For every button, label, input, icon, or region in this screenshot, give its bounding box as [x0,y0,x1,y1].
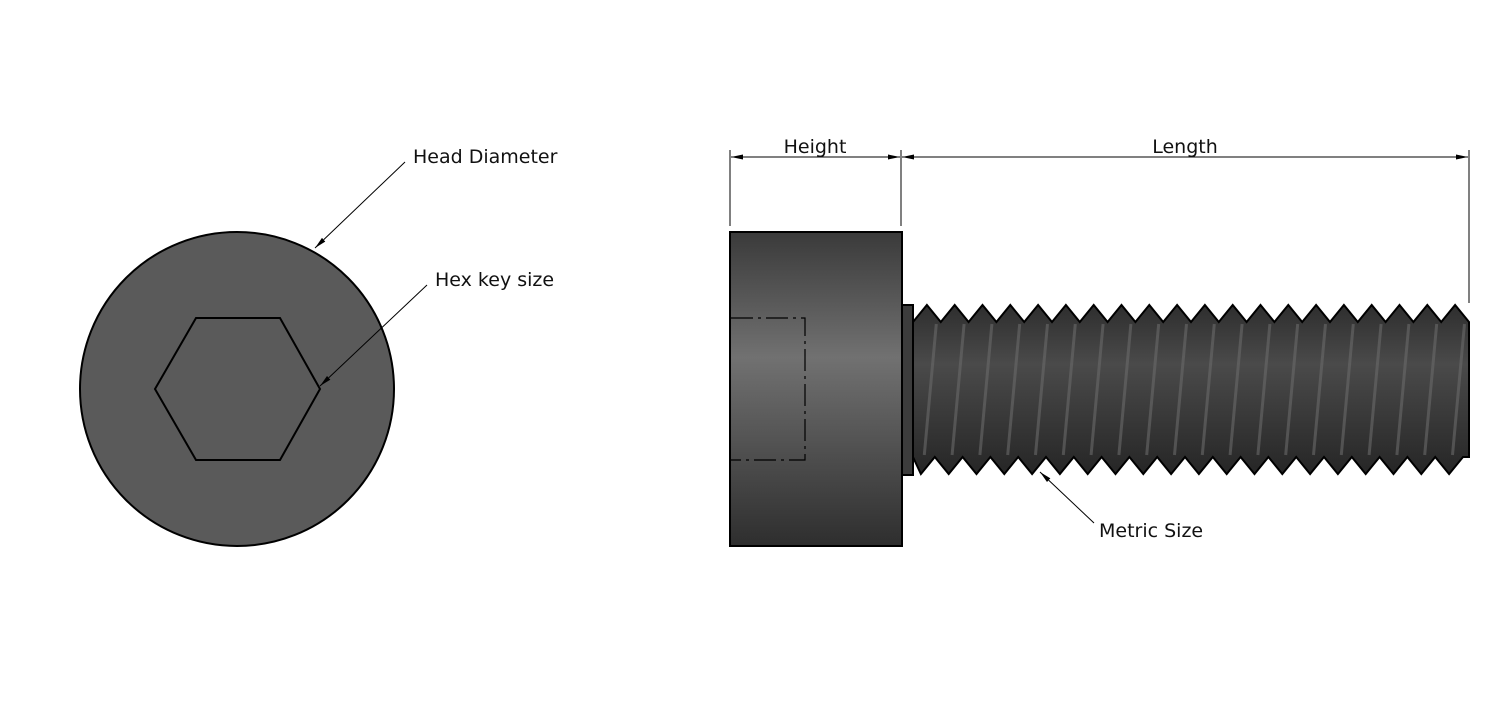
thread-stripe [1089,323,1105,456]
thread-stripe [950,323,966,456]
thread-stripe [1145,323,1161,456]
thread-stripe [1228,323,1244,456]
thread-stripe [1367,323,1383,456]
length-label: Length [1152,136,1218,158]
thread-stripe [978,323,994,456]
end-view: Head Diameter Hex key size [79,146,558,547]
metric-size-leader [1039,471,1095,524]
hex-key-size-label: Hex key size [435,269,554,291]
thread-stripe [1311,323,1327,456]
thread-stripe [1172,323,1188,456]
thread-stripe [1117,323,1133,456]
thread-stripe [1061,323,1077,456]
thread-stripe [1006,323,1022,456]
hex-key-leader [319,284,428,387]
hex-socket [153,317,322,461]
head-diameter-leader [314,161,406,249]
thread-stripe [1339,323,1355,456]
thread-stripe [1256,323,1272,456]
thread-helix-shading [922,323,1466,456]
thread-stripe [1395,323,1411,456]
thread-stripe [1450,323,1466,456]
thread-stripe [1200,323,1216,456]
head-diameter-label: Head Diameter [413,146,558,168]
shoulder [901,304,914,476]
metric-size-label: Metric Size [1099,520,1203,542]
screw-head [729,231,903,547]
thread-stripe [922,323,938,456]
thread-stripe [1033,323,1049,456]
threaded-shank [912,303,1470,476]
height-label: Height [784,136,847,158]
side-view: Height Length Metric Size [729,136,1470,547]
hidden-socket-line [731,317,806,461]
thread-stripe [1423,323,1439,456]
thread-stripe [1284,323,1300,456]
